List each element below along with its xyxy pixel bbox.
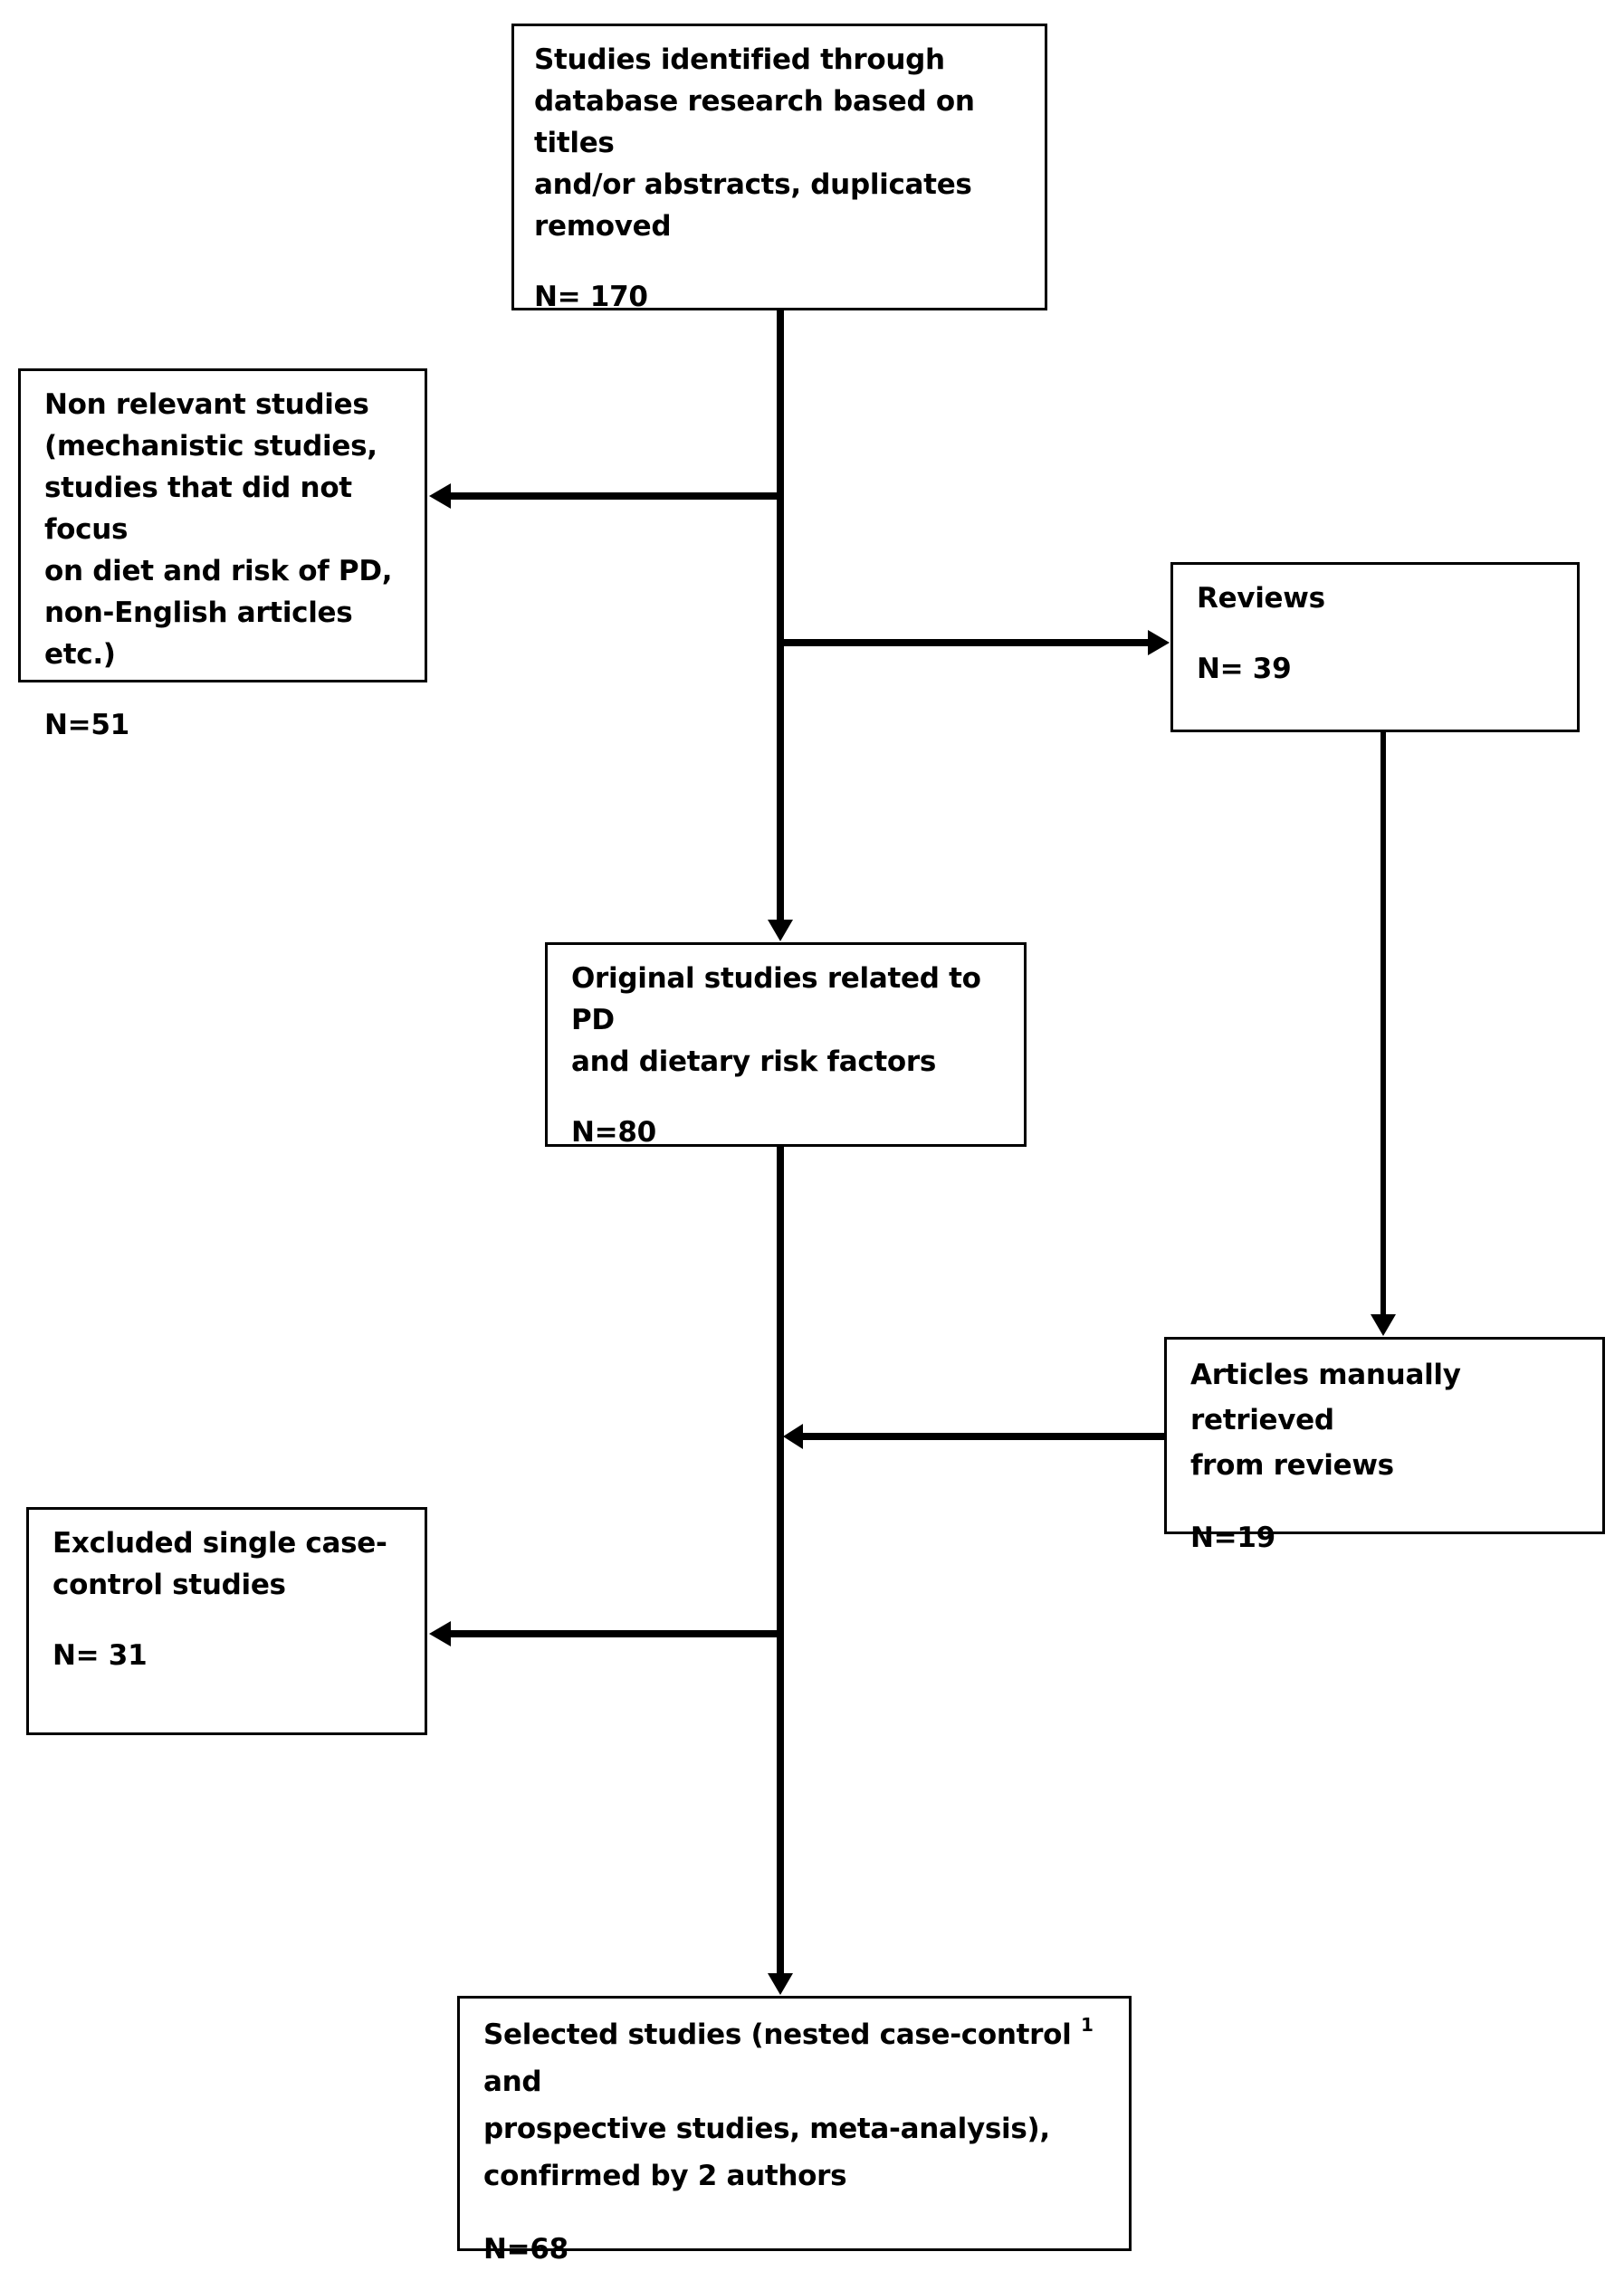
node-articles-manually-retrieved: Articles manually retrieved from reviews…	[1164, 1337, 1605, 1554]
arrowhead-into-manual	[1371, 1314, 1396, 1336]
node-count: N= 39	[1197, 653, 1292, 685]
node-non-relevant-studies: Non relevant studies (mechanistic studie…	[18, 368, 427, 741]
node-label: Selected studies (nested case-control 1 …	[483, 2011, 1105, 2199]
arrowhead-into-original	[768, 920, 793, 941]
arrowhead-into-non-relevant	[429, 483, 451, 509]
node-selected-studies: Selected studies (nested case-control 1 …	[457, 1996, 1132, 2266]
node-label: Studies identified through database rese…	[534, 43, 975, 243]
node-count: N=80	[571, 1116, 656, 1149]
arrowhead-into-trunk	[783, 1424, 803, 1449]
arrowhead-into-selected	[768, 1973, 793, 1995]
node-label: Original studies related to PD and dieta…	[571, 962, 981, 1078]
node-label-part1: Selected studies (nested case-control	[483, 2018, 1081, 2051]
node-original-studies: Original studies related to PD and dieta…	[545, 942, 1027, 1149]
node-studies-identified: Studies identified through database rese…	[511, 24, 1047, 313]
arrowhead-into-reviews	[1148, 630, 1170, 655]
node-count: N= 170	[534, 281, 648, 313]
arrowhead-into-excluded	[429, 1621, 451, 1646]
node-excluded-case-control: Excluded single case- control studies N=…	[26, 1507, 427, 1735]
node-label: Articles manually retrieved from reviews	[1190, 1359, 1461, 1482]
footnote-marker: 1	[1080, 2014, 1094, 2036]
node-label-part2: and prospective studies, meta-analysis),…	[483, 2066, 1050, 2192]
node-label: Reviews	[1197, 582, 1325, 615]
node-count: N=68	[483, 2233, 568, 2266]
node-count: N=51	[44, 709, 129, 741]
node-count: N=19	[1190, 1522, 1275, 1554]
node-count: N= 31	[53, 1639, 148, 1672]
node-label: Non relevant studies (mechanistic studie…	[44, 388, 393, 671]
node-reviews: Reviews N= 39	[1170, 562, 1580, 732]
node-label: Excluded single case- control studies	[53, 1527, 387, 1601]
